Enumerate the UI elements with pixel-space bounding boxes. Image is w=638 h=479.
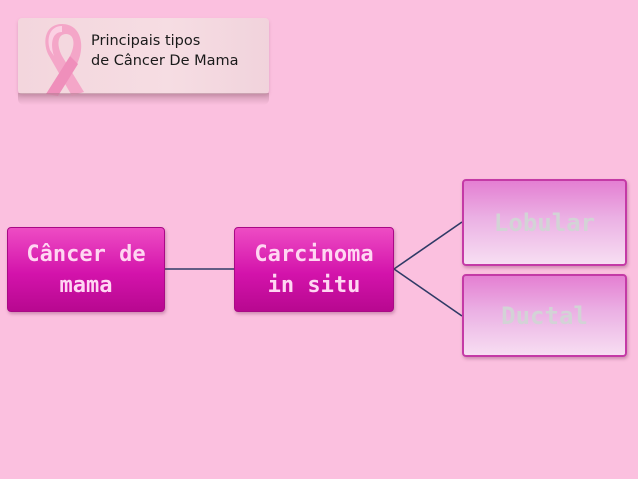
node-carcinoma-in-situ: Carcinoma in situ xyxy=(234,227,394,312)
node-label: Lobular xyxy=(493,208,596,237)
node-label-line-2: mama xyxy=(59,272,113,298)
title-line-1: Principais tipos xyxy=(91,33,201,49)
page-title: Principais tipos de Câncer De Mama xyxy=(91,31,239,71)
node-cancer-de-mama: Câncer de mama xyxy=(7,227,165,312)
title-line-2: de Câncer De Mama xyxy=(91,53,239,69)
node-label-line-2: in situ xyxy=(267,272,361,298)
title-banner: Principais tipos de Câncer De Mama xyxy=(18,18,269,96)
connector-carcinoma-to-lobular xyxy=(393,221,463,270)
node-ductal: Ductal xyxy=(462,274,627,357)
node-label: Ductal xyxy=(501,301,588,330)
node-lobular: Lobular xyxy=(462,179,627,266)
node-label-line-1: Carcinoma xyxy=(254,241,374,267)
pink-ribbon-icon xyxy=(45,24,84,96)
node-label-line-1: Câncer de xyxy=(26,241,146,267)
banner-shadow xyxy=(18,93,269,105)
connector-carcinoma-to-ductal xyxy=(393,268,463,317)
